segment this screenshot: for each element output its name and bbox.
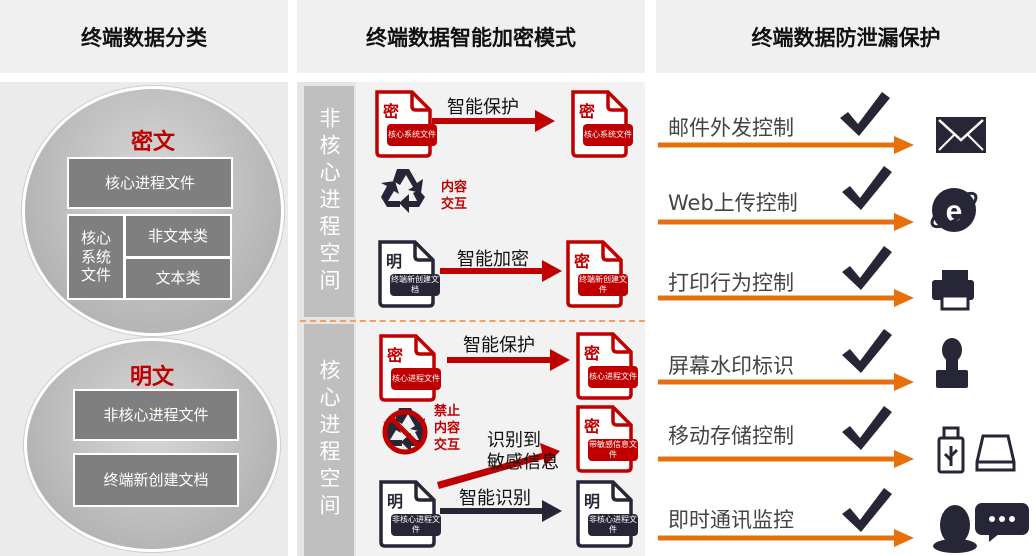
check-icon (842, 406, 892, 450)
doc-core-system-src: 密核心系统文件 (372, 88, 437, 160)
doc-label: 核心进程文件 (588, 366, 638, 388)
protection-label-email: 邮件外发控制 (668, 116, 794, 140)
arrow-label-identify: 智能识别 (459, 488, 531, 509)
doc-label: 非核心进程文件 (391, 514, 441, 536)
doc-noncore-dst: 明非核心进程文件 (573, 478, 638, 550)
doc-new-encrypted: 密终端新创建文件 (563, 238, 628, 310)
orange-arrow (658, 529, 914, 547)
stamp-icon (936, 338, 968, 388)
cipher-title: 密文 (130, 129, 175, 155)
doc-label: 带敏感信息文件 (588, 439, 638, 461)
check-icon (842, 246, 892, 290)
section-divider (300, 320, 645, 322)
check-icon (842, 329, 892, 373)
sensitive-line1: 识别到 (487, 430, 541, 451)
doc-char: 密 (584, 417, 601, 436)
doc-sensitive: 密带敏感信息文件 (573, 403, 638, 475)
arrow-label-encrypt: 智能加密 (457, 249, 529, 270)
new-created-docs: 终端新创建文档 (73, 453, 239, 507)
header-classification: 终端数据分类 (0, 0, 288, 73)
non-core-process-files: 非核心进程文件 (73, 389, 239, 441)
doc-noncore-src: 明非核心进程文件 (376, 478, 441, 550)
doc-core-system-dst: 密核心系统文件 (568, 88, 633, 160)
orange-arrow (658, 289, 914, 307)
protection-label-storage: 移动存储控制 (668, 424, 794, 448)
doc-label: 终端新创建文件 (578, 274, 628, 296)
doc-char: 密 (584, 344, 601, 363)
protection-label-watermark: 屏幕水印标识 (668, 354, 794, 378)
check-icon (842, 166, 892, 210)
core-process-files: 核心进程文件 (67, 157, 233, 209)
browser-icon: e (930, 188, 978, 232)
printer-icon (932, 270, 974, 311)
doc-char: 明 (386, 252, 403, 271)
usb-storage-icon (937, 426, 1016, 474)
text-files: 文本类 (124, 257, 232, 300)
sensitive-line2: 敏感信息 (487, 452, 559, 473)
doc-core-process-dst: 密核心进程文件 (573, 330, 638, 402)
orange-arrow (658, 213, 914, 231)
plain-ellipse: 明文 (24, 338, 280, 552)
arrow-label-protect: 智能保护 (447, 97, 519, 118)
check-icon (840, 92, 890, 136)
envelope-icon (936, 117, 986, 153)
orange-arrow (658, 373, 914, 391)
core-space-label: 核心进程空间 (304, 324, 354, 556)
arrow-label-protect-core: 智能保护 (463, 335, 535, 356)
forbid-interaction-label: 禁止内容交互 (434, 404, 461, 453)
doc-char: 明 (387, 492, 404, 511)
protection-label-web: Web上传控制 (668, 191, 798, 215)
header-encryption: 终端数据智能加密模式 (297, 0, 645, 73)
doc-label: 非核心进程文件 (588, 514, 638, 536)
content-interaction-label: 内容交互 (441, 180, 468, 212)
doc-char: 明 (584, 492, 601, 511)
protection-label-im: 即时通讯监控 (668, 508, 794, 532)
doc-label: 核心系统文件 (387, 124, 437, 146)
doc-char: 密 (387, 346, 404, 365)
protection-label-print: 打印行为控制 (668, 271, 794, 295)
arrow-label-sensitive: 识别到敏感信息 (487, 430, 559, 474)
doc-char: 密 (579, 102, 596, 121)
doc-label: 终端新创建文档 (390, 274, 440, 296)
orange-arrow (658, 136, 914, 154)
noncore-space-label: 非核心进程空间 (304, 86, 354, 317)
orange-arrow (658, 450, 914, 468)
doc-char: 密 (383, 102, 400, 121)
doc-label: 核心进程文件 (391, 368, 441, 390)
doc-label: 核心系统文件 (583, 124, 633, 146)
plain-title: 明文 (129, 364, 174, 390)
header-protection: 终端数据防泄漏保护 (656, 0, 1036, 73)
chat-icon (933, 501, 1031, 553)
doc-core-process-src: 密核心进程文件 (376, 332, 441, 404)
check-icon (842, 488, 892, 532)
doc-new-plain: 明终端新创建文档 (375, 238, 440, 310)
doc-char: 密 (574, 252, 591, 271)
